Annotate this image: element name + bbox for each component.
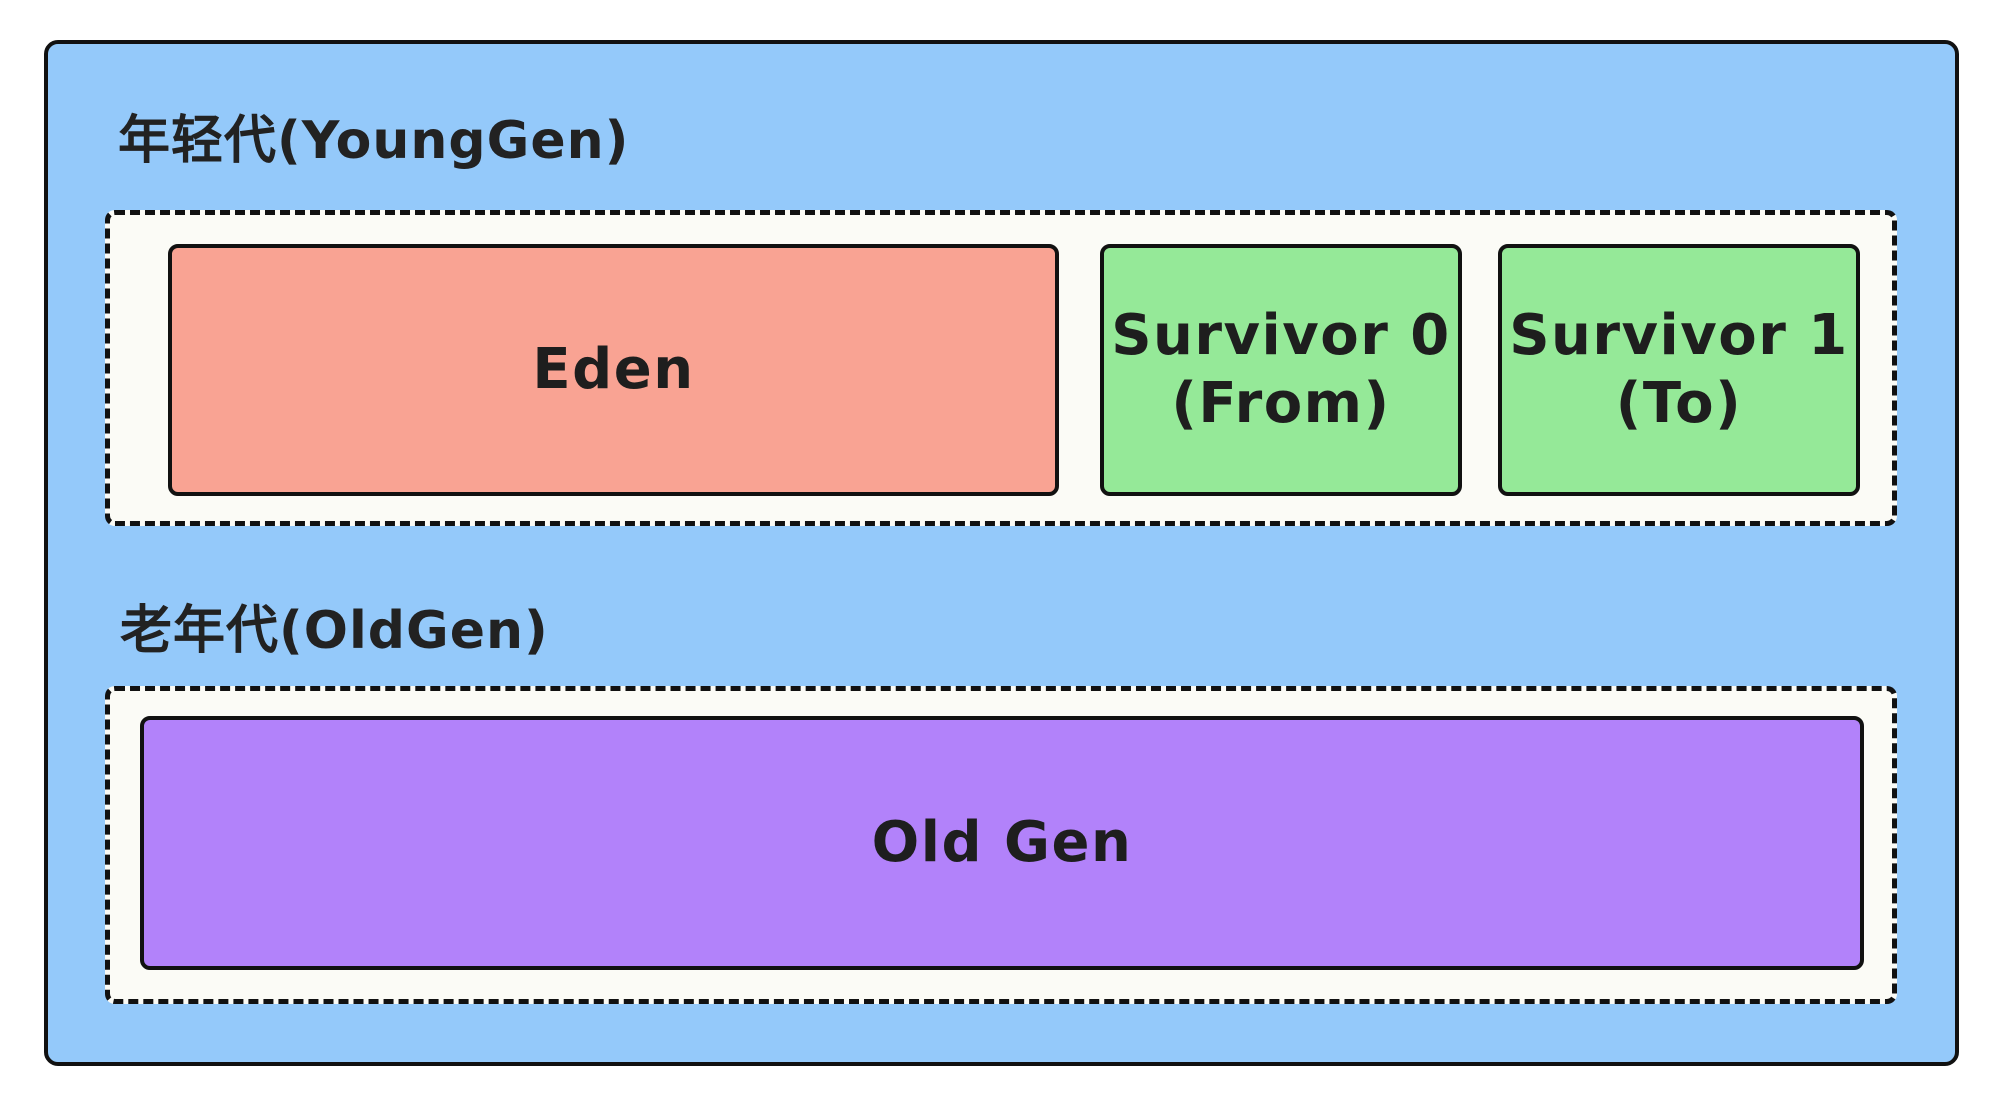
survivor-0-text: Survivor 0 (From) <box>1111 302 1451 439</box>
young-gen-label: 年轻代(YoungGen) <box>118 111 630 171</box>
eden-box: Eden <box>168 244 1059 496</box>
survivor-1-box: Survivor 1 (To) <box>1498 244 1860 496</box>
survivor-0-role: (From) <box>1171 371 1391 436</box>
survivor-1-text: Survivor 1 (To) <box>1509 302 1849 439</box>
survivor-1-role: (To) <box>1615 371 1743 436</box>
eden-label: Eden <box>532 336 695 402</box>
old-gen-box: Old Gen <box>140 716 1864 970</box>
survivor-0-box: Survivor 0 (From) <box>1100 244 1462 496</box>
old-gen-box-label: Old Gen <box>871 809 1133 875</box>
survivor-0-name: Survivor 0 <box>1111 302 1451 368</box>
survivor-1-name: Survivor 1 <box>1509 302 1849 368</box>
old-gen-label: 老年代(OldGen) <box>120 601 549 661</box>
